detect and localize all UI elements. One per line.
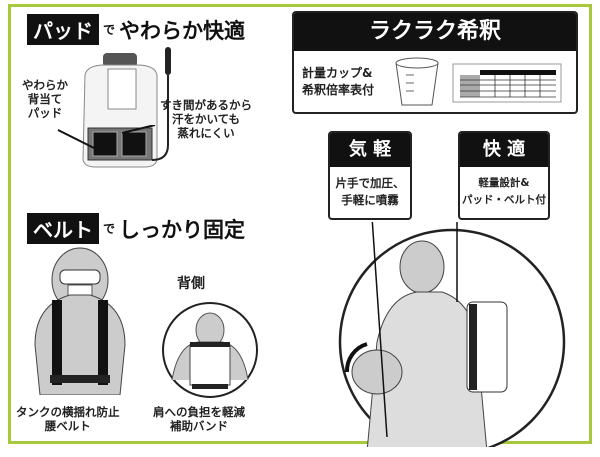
easy-box: 気 軽 片手で加圧、手軽に噴霧 [328, 131, 412, 220]
comfort-box: 快 適 軽量設計&パッド・ベルト付 [458, 131, 550, 220]
dilution-table-icon [452, 63, 562, 103]
comfort-title: 快 適 [460, 133, 548, 167]
pad-heading: パッド で やわらか快適 [27, 14, 245, 45]
easy-title: 気 軽 [330, 133, 410, 167]
belt-caption-right: 肩への負担を軽減補助バンド [153, 405, 245, 433]
easy-text: 片手で加圧、手軽に噴霧 [335, 176, 405, 207]
back-side-label: 背側 [177, 276, 205, 292]
pad-label-right: すき間があるから汗をかいても蒸れにくい [160, 98, 252, 140]
pad-de: で [103, 23, 116, 37]
worker-back-illustration [162, 302, 258, 398]
spray-wand [151, 47, 171, 161]
worker-spraying-illustration [338, 222, 566, 447]
pad-pointers [57, 125, 156, 151]
worker-front-illustration [34, 247, 126, 395]
belt-de: で [103, 222, 116, 236]
dilution-label: 計量カップ&希釈倍率表付 [302, 66, 375, 97]
frame [8, 4, 592, 444]
dilution-box: ラクラク希釈 計量カップ&希釈倍率表付 [292, 11, 578, 114]
belt-title: しっかり固定 [119, 217, 246, 242]
comfort-text: 軽量設計&パッド・ベルト付 [462, 177, 546, 206]
pad-label-left: やわらか背当てパッド [22, 78, 68, 120]
belt-heading: ベルト で しっかり固定 [27, 213, 245, 244]
pad-tag: パッド [27, 14, 99, 45]
dilution-title: ラクラク希釈 [294, 13, 576, 51]
pad-title: やわらか快適 [119, 18, 246, 43]
measuring-cup-icon [395, 57, 439, 106]
belt-caption-left: タンクの横揺れ防止腰ベルト [16, 405, 120, 433]
belt-tag: ベルト [27, 213, 99, 244]
